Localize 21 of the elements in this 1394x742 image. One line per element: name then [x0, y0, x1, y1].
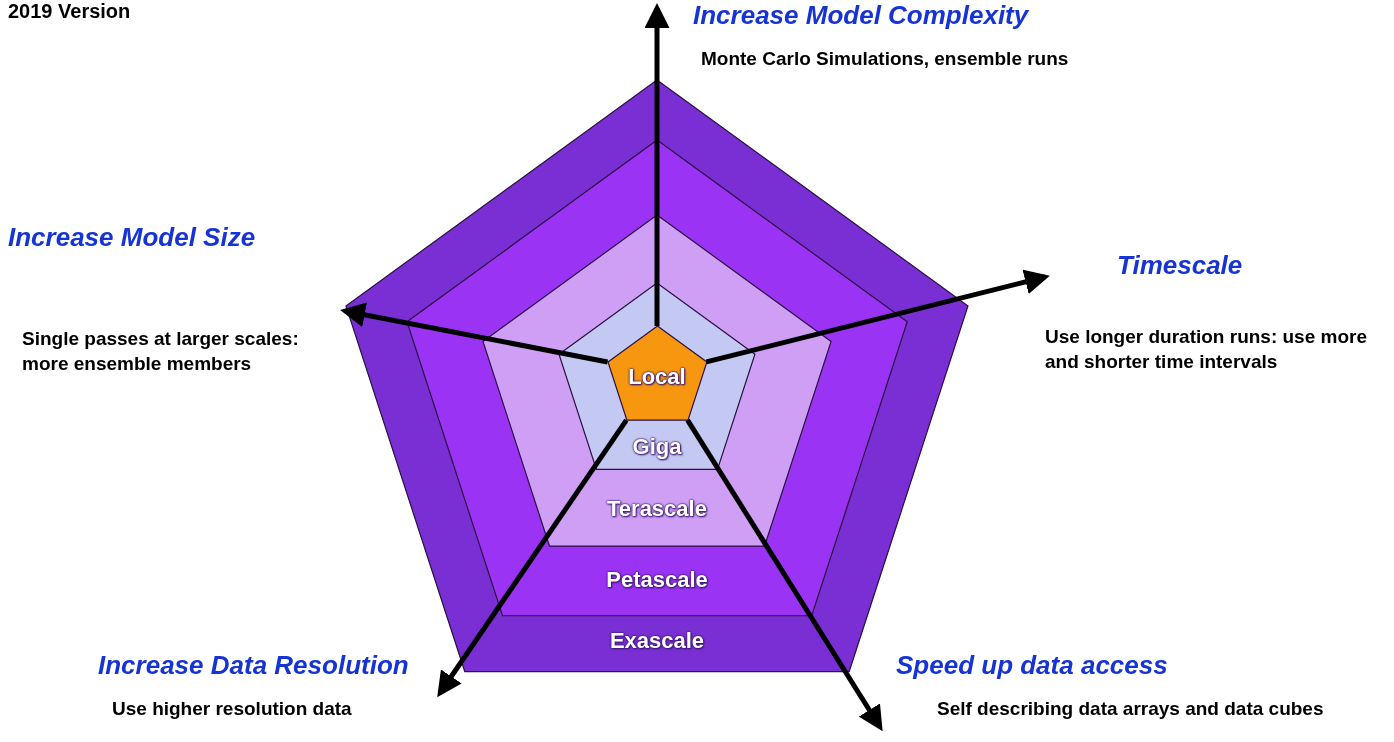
axis-arrow	[644, 3, 670, 326]
tier-label: Giga	[632, 434, 682, 460]
axis-arrow	[437, 418, 629, 698]
axis-arrow	[685, 418, 883, 732]
tier-label: Exascale	[609, 628, 705, 654]
axis-heading: Increase Data Resolution	[98, 650, 409, 681]
axis-heading: Increase Model Size	[8, 222, 256, 253]
axis-description: Single passes at larger scales: more ensemble members	[22, 326, 300, 377]
axis-description: Use longer duration runs: use more and shorter time intervals	[1045, 324, 1368, 375]
axis-heading: Increase Model Complexity	[692, 0, 1029, 31]
axis-description: Use higher resolution data	[112, 697, 353, 721]
tier-label: Petascale	[606, 567, 708, 593]
axis-description: Self describing data arrays and data cubes	[937, 697, 1325, 721]
tier-label: Local	[628, 364, 686, 390]
axis-arrow	[705, 269, 1050, 365]
tier-label: Terascale	[607, 496, 707, 522]
axis-heading: Speed up data access	[895, 650, 1168, 681]
axis-heading: Timescale	[1116, 250, 1243, 281]
axis-arrow	[340, 302, 609, 365]
title: 2019 Version	[8, 0, 131, 23]
axis-description: Monte Carlo Simulations, ensemble runs	[701, 47, 1070, 71]
